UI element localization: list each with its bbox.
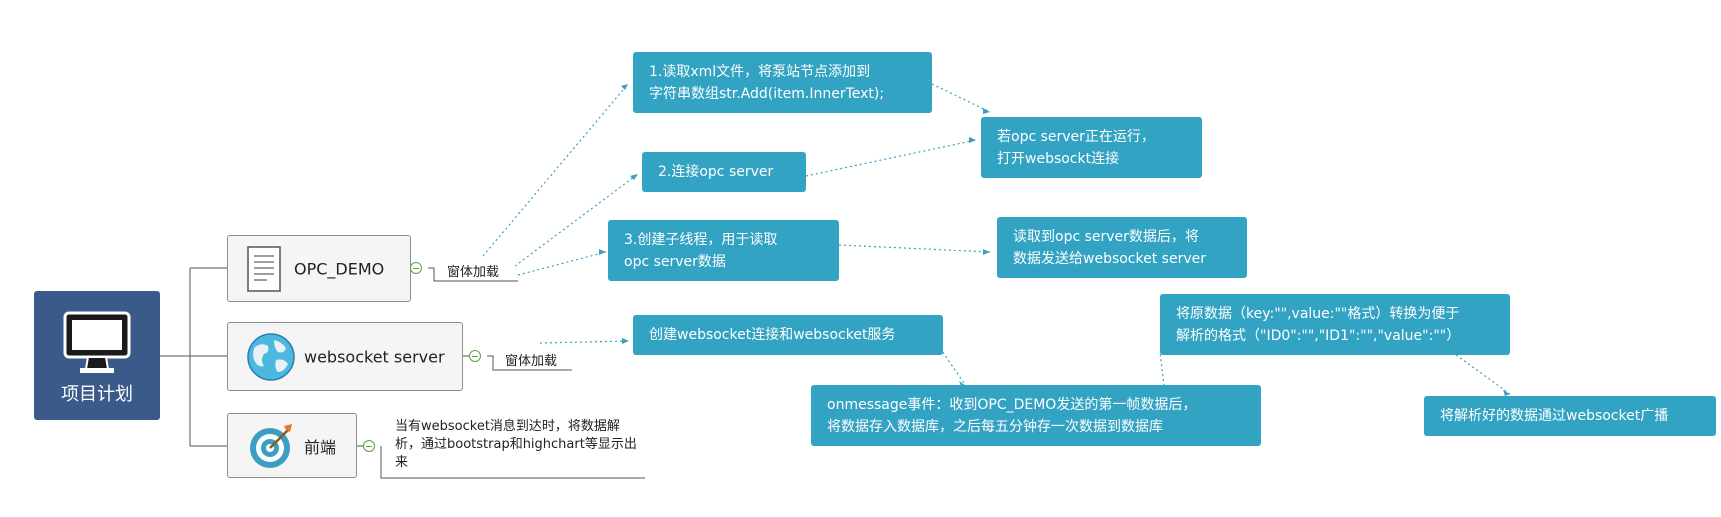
step-send-data[interactable]: 读取到opc server数据后，将 数据发送给websocket server — [997, 217, 1247, 278]
step-create-websocket-service[interactable]: 创建websocket连接和websocket服务 — [633, 315, 943, 355]
monitor-icon — [63, 311, 131, 373]
step-open-websocket[interactable]: 若opc server正在运行， 打开websockt连接 — [981, 117, 1202, 178]
collapse-toggle[interactable] — [363, 440, 375, 452]
root-topic[interactable]: 项目计划 — [34, 291, 160, 420]
step-broadcast[interactable]: 将解析好的数据通过websocket广播 — [1424, 396, 1716, 436]
topic-label: OPC_DEMO — [294, 259, 385, 278]
topic-opc-demo[interactable]: OPC_DEMO — [227, 235, 411, 302]
globe-icon — [247, 332, 295, 381]
topic-label: 前端 — [304, 437, 337, 457]
collapse-toggle[interactable] — [410, 262, 422, 274]
topic-websocket-server[interactable]: websocket server — [227, 322, 463, 391]
step-onmessage[interactable]: onmessage事件：收到OPC_DEMO发送的第一帧数据后， 将数据存入数据… — [811, 385, 1261, 446]
topic-label: websocket server — [304, 347, 445, 366]
subtopic-label[interactable]: 窗体加载 — [447, 265, 500, 280]
step-convert-format[interactable]: 将原数据（key:"",value:""格式）转换为便于 解析的格式（"ID0"… — [1160, 294, 1510, 355]
topic-frontend[interactable]: 前端 — [227, 413, 357, 478]
step-create-thread[interactable]: 3.创建子线程，用于读取 opc server数据 — [608, 220, 839, 281]
step-connect-opc[interactable]: 2.连接opc server — [642, 152, 806, 192]
collapse-toggle[interactable] — [469, 350, 481, 362]
root-label: 项目计划 — [61, 384, 133, 405]
document-icon — [247, 245, 281, 292]
frontend-note[interactable]: 当有websocket消息到达时，将数据解析，通过bootstrap和highc… — [395, 419, 637, 470]
target-icon — [250, 423, 292, 468]
step-read-xml[interactable]: 1.读取xml文件，将泵站节点添加到 字符串数组str.Add(item.Inn… — [633, 52, 932, 113]
subtopic-label[interactable]: 窗体加载 — [505, 354, 558, 369]
